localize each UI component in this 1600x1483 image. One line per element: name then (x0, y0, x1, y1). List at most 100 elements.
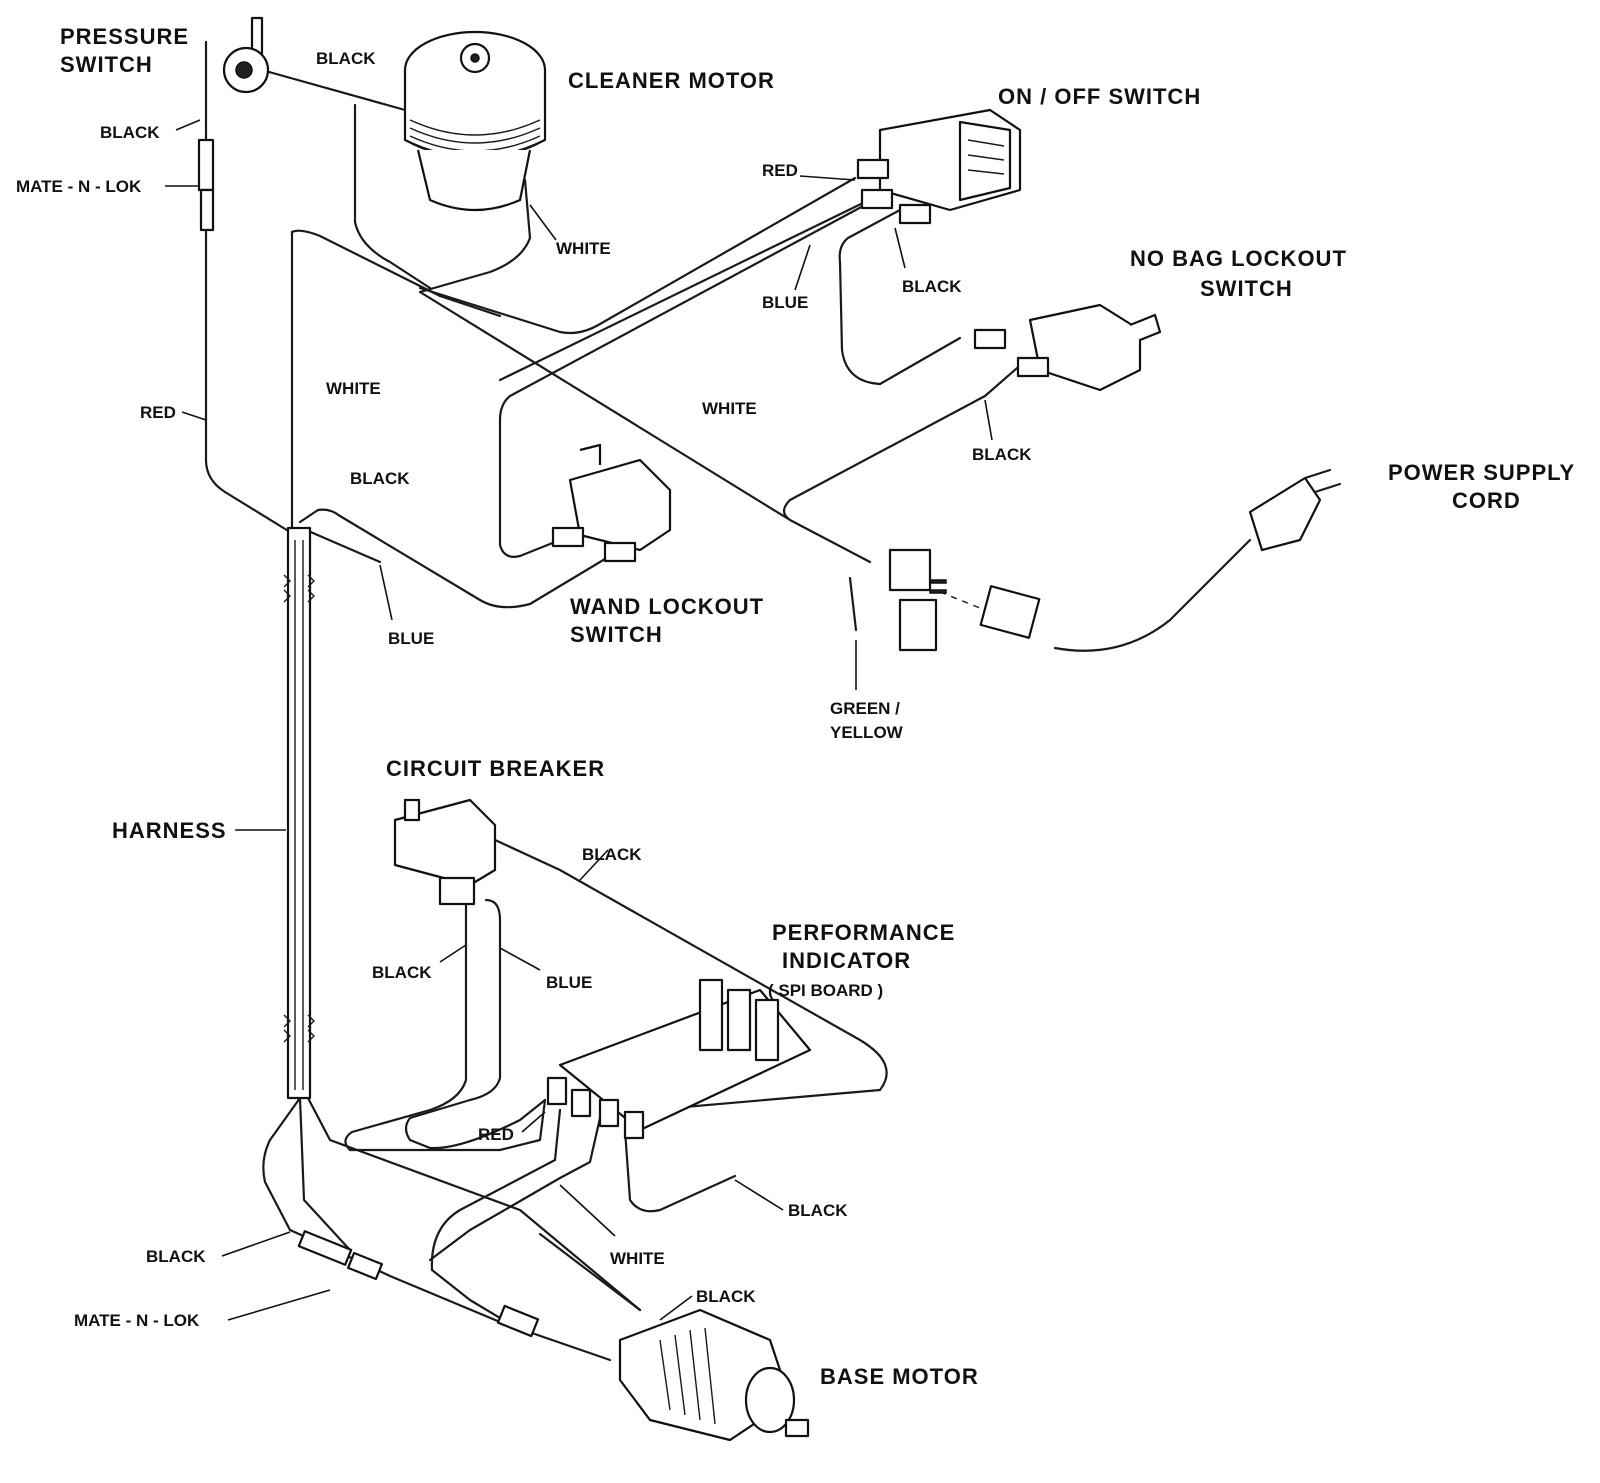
wire-black-breaker-down (344, 898, 468, 1152)
wire-power-cord (1053, 538, 1252, 652)
on-off-switch (856, 108, 1022, 225)
breaker-terminal (438, 876, 476, 906)
label-wire-black-onoff: BLACK (902, 277, 962, 296)
leader-blue-breaker (499, 947, 541, 971)
on-off-switch-ridges (967, 139, 1005, 175)
mate-n-lok-bottom-a (297, 1230, 353, 1266)
wire-harness-fan-left (262, 1096, 302, 1232)
leader-red-left (181, 411, 207, 421)
on-off-switch-terminal-blue (860, 188, 894, 210)
label-wire-white-diag: WHITE (702, 399, 757, 418)
power-block-socket (898, 598, 938, 652)
mate-n-lok-top-b (199, 188, 215, 232)
spi-capacitor-1 (698, 978, 724, 1052)
label-wand-lockout-1: WAND LOCKOUT (570, 594, 764, 619)
leader-blue-onoff (794, 244, 811, 291)
label-no-bag-lockout-1: NO BAG LOCKOUT (1130, 246, 1347, 271)
label-cleaner-motor: CLEANER MOTOR (568, 68, 775, 93)
wand-switch-bracket (579, 443, 602, 465)
label-wire-black-pressure-left: BLACK (100, 123, 160, 142)
wire-white-spi (430, 1108, 562, 1332)
label-wire-blue-onoff: BLUE (762, 293, 808, 312)
label-wire-white-harness: WHITE (326, 379, 381, 398)
label-wire-black-harness: BLACK (350, 469, 410, 488)
label-wire-black-nobag: BLACK (972, 445, 1032, 464)
no-bag-switch-lever (1129, 313, 1162, 342)
power-block-body (888, 548, 932, 592)
wire-blue-breaker-down (404, 898, 547, 1150)
wire-black-base (538, 1232, 642, 1312)
leader-lines (165, 119, 993, 1321)
mate-n-lok-top (197, 138, 215, 232)
wire-blue-harness (304, 528, 382, 564)
mate-n-lok-bottom (297, 1230, 540, 1338)
label-wire-white-cleaner: WHITE (556, 239, 611, 258)
on-off-switch-terminal-black (898, 203, 932, 225)
leader-black-bottom-left (221, 1231, 291, 1257)
mate-n-lok-bottom-b (346, 1251, 384, 1281)
no-bag-lockout-switch (973, 303, 1162, 392)
leader-black-pressure-left (175, 119, 201, 131)
harness-zigzag-top (283, 574, 315, 603)
pressure-switch-hub (235, 61, 253, 79)
wire-black-breaker-loop (493, 838, 888, 1112)
label-harness: HARNESS (112, 818, 227, 843)
base-motor-endcap (744, 1366, 796, 1434)
base-motor-windings (659, 1327, 716, 1425)
wire-black-wand (298, 508, 612, 609)
label-pressure-switch-2: SWITCH (60, 52, 153, 77)
label-wire-black-spi: BLACK (788, 1201, 848, 1220)
wire-red-left (204, 40, 292, 534)
label-power-supply-cord-1: POWER SUPPLY (1388, 460, 1575, 485)
spi-terminal-3 (598, 1098, 620, 1128)
mate-n-lok-top-a (197, 138, 215, 192)
label-mate-n-lok-bottom: MATE - N - LOK (74, 1311, 200, 1330)
leader-black-base-motor (659, 1295, 693, 1321)
label-wire-black-breaker-left: BLACK (372, 963, 432, 982)
base-motor-shaft (784, 1418, 810, 1438)
label-circuit-breaker: CIRCUIT BREAKER (386, 756, 605, 781)
power-supply-cord (979, 468, 1342, 639)
cleaner-motor-body (403, 70, 547, 159)
base-motor-inline-connector (496, 1304, 540, 1338)
circuit-breaker (393, 798, 497, 906)
spi-capacitor-2 (726, 988, 752, 1052)
power-block-pin-a (929, 579, 947, 584)
label-wire-blue-wand: BLUE (388, 629, 434, 648)
on-off-switch-terminal-red (856, 158, 890, 180)
no-bag-switch-body (1028, 303, 1142, 392)
label-wire-black-breaker: BLACK (582, 845, 642, 864)
wire-harness-fan-mid (298, 1096, 352, 1252)
label-power-supply-cord-2: CORD (1452, 488, 1521, 513)
label-wire-black-bottom-left: BLACK (146, 1247, 206, 1266)
spi-terminal-1 (546, 1076, 568, 1106)
wand-lockout-switch (551, 443, 672, 563)
wire-blue-wand (498, 203, 867, 558)
breaker-toggle (403, 798, 421, 822)
breaker-body (393, 798, 497, 887)
leader-black-breaker (579, 849, 609, 881)
label-wire-blue-breaker: BLUE (546, 973, 592, 992)
label-no-bag-lockout-2: SWITCH (1200, 276, 1293, 301)
base-motor (618, 1308, 810, 1442)
leader-blue-wand (379, 564, 393, 621)
wire-white-spi-2 (428, 1116, 602, 1262)
label-base-motor: BASE MOTOR (820, 1364, 979, 1389)
wire-white-cleaner (418, 178, 532, 294)
wire-black-spi (623, 1128, 737, 1213)
label-wand-lockout-2: SWITCH (570, 622, 663, 647)
label-performance-indicator-2: INDICATOR (782, 948, 911, 973)
leader-red-spi (521, 1111, 546, 1133)
spi-capacitor-3 (754, 998, 780, 1062)
leader-black-breaker-left (439, 944, 467, 963)
wand-switch-body (568, 458, 672, 552)
label-wire-black-pressure-top: BLACK (316, 49, 376, 68)
label-performance-indicator-1: PERFORMANCE (772, 920, 955, 945)
label-on-off-switch: ON / OFF SWITCH (998, 84, 1201, 109)
harness-sleeve (286, 526, 312, 1100)
no-bag-switch-terminal-1 (973, 328, 1007, 350)
label-wire-white-spi: WHITE (610, 1249, 665, 1268)
wand-switch-terminal-1 (551, 526, 585, 548)
label-wire-red-spi: RED (478, 1125, 514, 1144)
